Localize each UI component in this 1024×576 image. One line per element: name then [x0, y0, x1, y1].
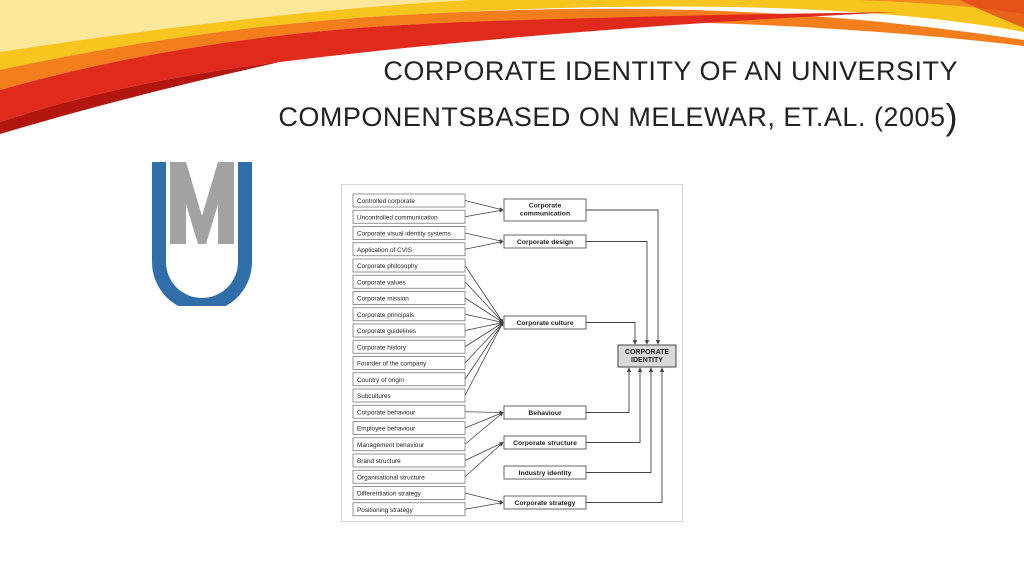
source-box	[352, 242, 466, 257]
target-label: Industry identity	[519, 470, 572, 477]
source-box	[352, 502, 466, 517]
diagram-arrow	[464, 200, 504, 212]
diagram-arrow	[464, 492, 504, 504]
source-label: Corporate history	[357, 344, 407, 351]
core-identity-label: CORPORATE	[625, 349, 670, 356]
target-box	[503, 315, 587, 330]
diagram-arrow	[464, 208, 504, 218]
source-label: Corporate principals	[357, 312, 414, 319]
source-label: Positioning strategy	[357, 507, 414, 514]
source-box	[352, 469, 466, 484]
source-label: Organisational structure	[357, 474, 425, 481]
source-box	[352, 388, 466, 403]
diagram-arrow	[464, 322, 504, 396]
core-arrow	[586, 241, 650, 345]
target-box	[503, 495, 587, 510]
core-identity-box	[617, 344, 677, 368]
diagram-arrow	[464, 322, 504, 348]
diagram-arrow	[464, 410, 504, 415]
diagram-arrow	[464, 232, 504, 243]
source-label: Country of origin	[357, 377, 404, 384]
slide-title-line-1: CORPORATE IDENTITY OF AN UNIVERSITY	[383, 56, 958, 86]
source-label: Employee behaviour	[357, 426, 416, 433]
source-label: Corporate visual identity systems	[357, 231, 451, 238]
source-box	[352, 421, 466, 435]
diagram-arrow	[464, 240, 504, 250]
source-box	[352, 323, 466, 338]
target-label: Corporate strategy	[515, 500, 576, 507]
core-arrow	[586, 209, 661, 345]
diagram-arrow	[464, 412, 504, 445]
target-label: Corporate design	[517, 239, 573, 246]
diagram-arrow	[464, 442, 504, 461]
source-box	[352, 226, 466, 240]
source-label: Founder of the company	[357, 361, 427, 368]
diagram-arrow	[464, 322, 504, 380]
target-label: communication	[520, 211, 570, 218]
diagram-arrow	[464, 313, 504, 324]
source-box	[352, 274, 466, 289]
source-label: Brand structure	[357, 458, 401, 465]
target-box	[503, 234, 587, 249]
source-box	[352, 209, 466, 224]
source-label: Controlled corporate	[357, 198, 415, 205]
core-arrow	[586, 367, 654, 473]
source-label: Subcultures	[357, 393, 391, 400]
core-arrow	[586, 367, 665, 503]
target-label: Behaviour	[528, 410, 562, 417]
diagram-arrow	[464, 321, 504, 331]
diagram-arrow	[464, 411, 504, 429]
target-label: Corporate culture	[516, 320, 573, 327]
source-box	[352, 404, 466, 419]
diagram-arrow	[464, 501, 504, 510]
target-box	[503, 435, 587, 450]
slide-title-line-2-text: COMPONENTSBASED ON MELEWAR, ET.AL. (2005	[278, 102, 946, 132]
target-box	[503, 198, 587, 222]
source-label: Corporate guidelines	[357, 328, 416, 335]
source-label: Application of CVIS	[357, 247, 412, 254]
source-label: Differentiation strategy	[357, 491, 422, 498]
diagram-arrow	[464, 442, 504, 478]
diagram-arrows	[464, 200, 665, 510]
source-box	[352, 372, 466, 387]
core-arrow	[586, 367, 632, 413]
source-box	[352, 307, 466, 322]
diagram-arrow	[464, 281, 504, 323]
diagram-arrow	[464, 265, 504, 323]
target-label: Corporate structure	[513, 440, 577, 447]
source-box	[352, 453, 466, 468]
source-label: Uncontrolled communication	[357, 214, 438, 221]
source-box	[352, 437, 466, 452]
source-label: Corporate philosophy	[357, 263, 419, 270]
target-label: Corporate	[529, 203, 562, 210]
source-box	[352, 339, 466, 354]
slide-title-line-2: COMPONENTSBASED ON MELEWAR, ET.AL. (2005…	[0, 96, 958, 138]
decorative-banner	[0, 0, 1024, 134]
source-label: Management behaviour	[357, 442, 425, 449]
source-box	[352, 486, 466, 500]
source-box	[352, 356, 466, 370]
diagram-arrow	[464, 322, 504, 364]
university-logo	[152, 162, 252, 306]
diagram-arrow	[464, 297, 504, 323]
source-label: Corporate behaviour	[357, 409, 416, 416]
core-arrow	[586, 322, 638, 345]
target-box	[503, 465, 587, 480]
source-label: Corporate mission	[357, 296, 409, 303]
target-box	[503, 405, 587, 420]
slide-title-close-paren: )	[945, 96, 958, 137]
source-box	[352, 258, 466, 273]
source-label: Corporate values	[357, 279, 406, 286]
core-arrow	[586, 367, 643, 443]
source-box	[352, 291, 466, 305]
core-identity-label: IDENTITY	[631, 357, 663, 364]
source-box	[352, 193, 466, 208]
